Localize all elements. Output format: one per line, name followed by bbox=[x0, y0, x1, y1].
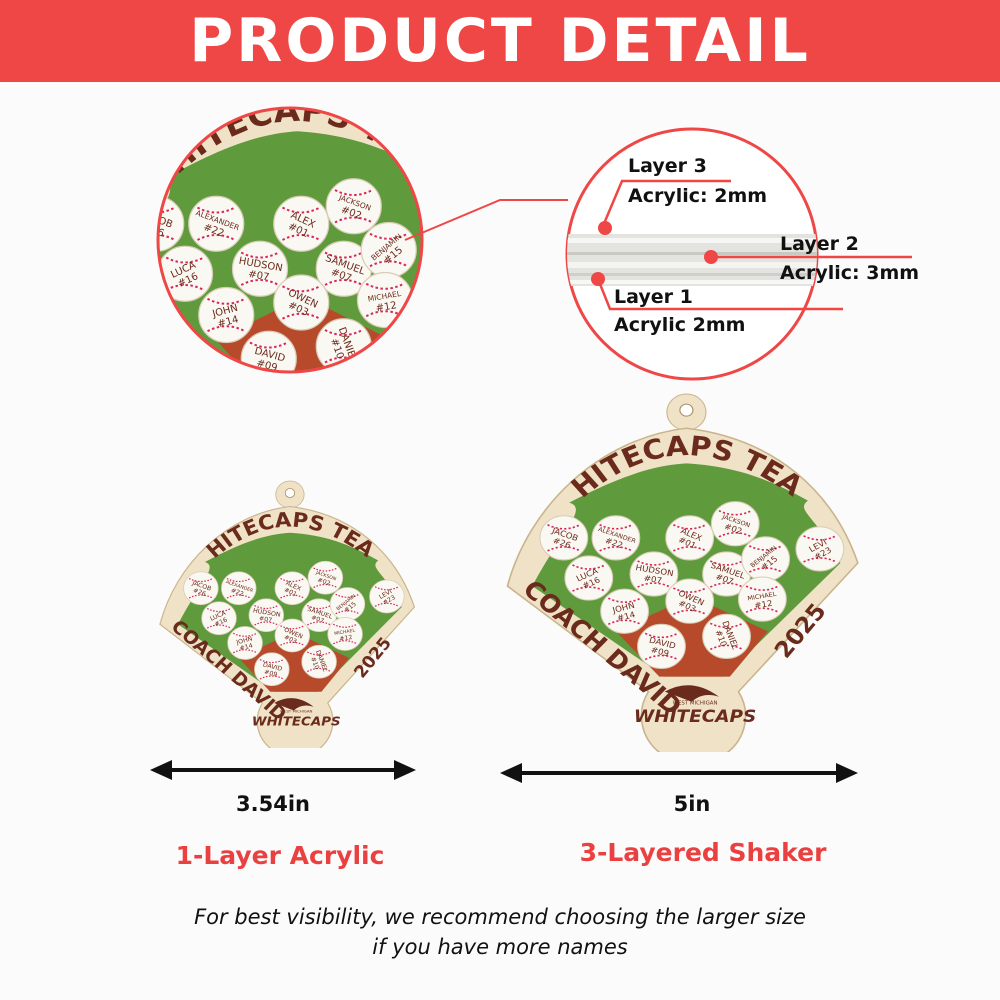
player-ball: LUCA #16 bbox=[158, 245, 214, 302]
player-ball: HUDSON #07 bbox=[231, 240, 289, 297]
svg-text:WHITECAPS: WHITECAPS bbox=[252, 715, 341, 730]
player-number: #12 bbox=[339, 634, 353, 643]
player-number: #14 bbox=[616, 609, 636, 623]
player-ball: MICHAEL #12 bbox=[356, 271, 414, 329]
small-dimension-label: 3.54in bbox=[236, 792, 310, 816]
player-ball: ALEX #01 bbox=[274, 571, 311, 606]
arrow-large bbox=[500, 763, 858, 783]
player-ball: JOHN #14 bbox=[198, 286, 255, 344]
header-banner: PRODUCT DETAIL bbox=[0, 0, 1000, 82]
player-ball: OWEN #03 bbox=[274, 618, 311, 653]
player-ball: MICHAEL #12 bbox=[327, 617, 363, 651]
player-ball: DANIEL #10 bbox=[315, 318, 372, 372]
player-ball: MICHAEL #12 bbox=[737, 576, 787, 622]
player-ball: BENJAMIN #15 bbox=[741, 536, 791, 582]
player-ball: DAVID #09 bbox=[637, 623, 686, 670]
player-ball: LEVI #23 bbox=[795, 526, 845, 572]
player-ball: DAVID #09 bbox=[254, 652, 290, 687]
player-number: #07 bbox=[258, 615, 272, 624]
player-ball: BENJAMIN #15 bbox=[360, 221, 417, 279]
player-number: #14 bbox=[217, 314, 240, 330]
svg-text:WHITECAPS: WHITECAPS bbox=[634, 706, 756, 726]
player-ball: DANIEL #10 bbox=[301, 644, 337, 679]
svg-text:WEST MICHIGAN: WEST MICHIGAN bbox=[673, 701, 718, 707]
player-ball: OWEN #03 bbox=[665, 578, 715, 624]
player-name: MICHAEL bbox=[747, 591, 777, 602]
player-number: #09 bbox=[263, 669, 278, 679]
player-ball: SAMUEL #07 bbox=[702, 551, 751, 597]
player-number: #07 bbox=[310, 614, 325, 625]
player-ball: LEVI #23 bbox=[424, 210, 425, 265]
player-ball: ALEX #01 bbox=[665, 515, 715, 561]
player-number: #12 bbox=[753, 598, 773, 610]
player-ball: ALEXANDER #22 bbox=[591, 515, 641, 561]
player-number: #03 bbox=[283, 634, 298, 646]
player-number: #26 bbox=[155, 222, 165, 240]
player-ball: JACOB #26 bbox=[183, 571, 219, 606]
team-logo: WEST MICHIGAN WHITECAPS bbox=[252, 698, 341, 729]
player-name: HUDSON bbox=[252, 607, 281, 618]
player-ball: LUCA #16 bbox=[201, 601, 237, 636]
player-ball: SAMUEL #07 bbox=[315, 240, 372, 297]
variant-1-layer: 1-Layer Acrylic bbox=[175, 841, 385, 870]
player-number: #02 bbox=[316, 577, 331, 588]
player-ball: JOHN #14 bbox=[600, 588, 649, 634]
dimension-arrows bbox=[150, 760, 858, 783]
note-line-2: if you have more names bbox=[372, 935, 628, 959]
player-ball: DANIEL #10 bbox=[702, 613, 751, 659]
player-number: #26 bbox=[192, 587, 207, 598]
player-name: JOHN bbox=[235, 636, 254, 647]
player-number: #16 bbox=[214, 617, 229, 629]
player-number: #07 bbox=[643, 573, 663, 585]
layer3-title: Layer 3 bbox=[628, 155, 707, 177]
player-ball: ALEX #01 bbox=[273, 195, 330, 252]
player-name: DAVID bbox=[262, 661, 283, 672]
note-line-1: For best visibility, we recommend choosi… bbox=[194, 905, 806, 929]
player-ball: DAVID #09 bbox=[240, 330, 297, 372]
player-ball: JOHN #14 bbox=[227, 626, 263, 660]
player-ball: HUDSON #07 bbox=[629, 551, 679, 597]
player-ball: ALEXANDER #22 bbox=[221, 571, 257, 606]
player-number: #14 bbox=[239, 642, 254, 652]
layer2-title: Layer 2 bbox=[780, 233, 859, 255]
player-ball: OWEN #03 bbox=[273, 274, 330, 331]
player-ball: JACKSON #02 bbox=[710, 501, 760, 547]
player-number: #22 bbox=[230, 587, 245, 598]
player-ball: JACKSON #02 bbox=[325, 178, 382, 235]
layer2-spec: Acrylic: 3mm bbox=[780, 262, 920, 284]
large-dimension-label: 5in bbox=[673, 792, 711, 816]
player-name: MICHAEL bbox=[334, 628, 356, 637]
player-number: #01 bbox=[283, 587, 298, 599]
player-number: #07 bbox=[247, 269, 270, 283]
acrylic-layers-image bbox=[567, 234, 817, 286]
player-ball: LUCA #16 bbox=[564, 555, 614, 601]
player-ball: JACOB #26 bbox=[155, 195, 185, 252]
player-number: #09 bbox=[650, 645, 670, 659]
player-ball: HUDSON #07 bbox=[248, 598, 285, 633]
player-ball: JACKSON #02 bbox=[307, 560, 344, 595]
player-ball: BENJAMIN #15 bbox=[329, 587, 366, 621]
page-title: PRODUCT DETAIL bbox=[189, 6, 811, 76]
layer1-spec: Acrylic 2mm bbox=[614, 314, 746, 336]
player-ball: JACOB #26 bbox=[539, 515, 589, 561]
player-ball: ALEXANDER #22 bbox=[188, 195, 245, 252]
arrow-small bbox=[150, 760, 416, 780]
player-number: #12 bbox=[375, 300, 398, 314]
layer3-spec: Acrylic: 2mm bbox=[628, 185, 768, 207]
layer1-title: Layer 1 bbox=[614, 286, 693, 308]
svg-text:WEST MICHIGAN: WEST MICHIGAN bbox=[280, 709, 313, 714]
player-number: #10 bbox=[309, 656, 320, 670]
variant-3-layer: 3-Layered Shaker bbox=[579, 838, 827, 867]
player-ball: LEVI #23 bbox=[369, 579, 405, 614]
player-ball: SAMUEL #07 bbox=[301, 598, 337, 633]
team-logo: WEST MICHIGAN WHITECAPS bbox=[634, 685, 756, 727]
